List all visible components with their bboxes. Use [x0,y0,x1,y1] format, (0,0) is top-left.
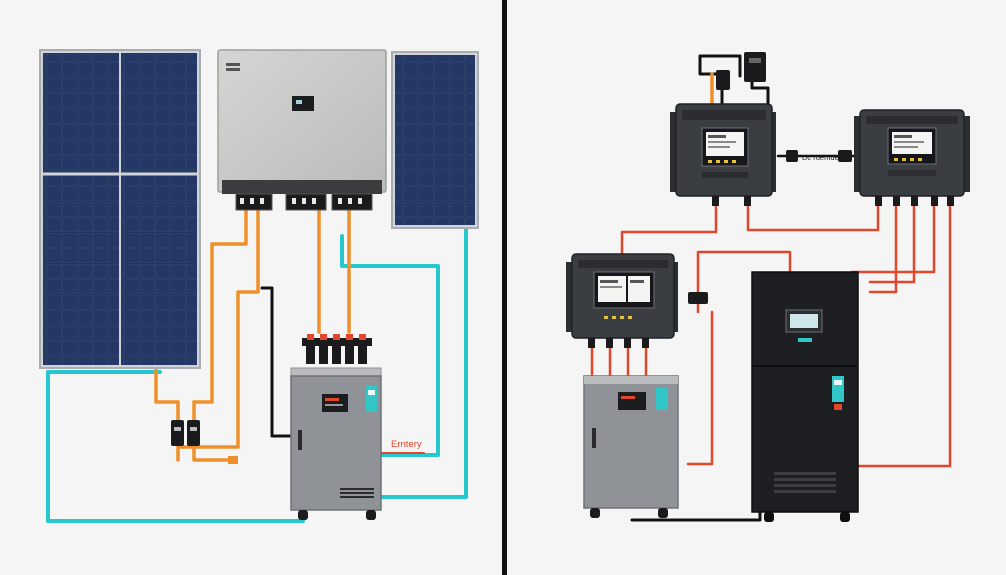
top-connector-2 [744,52,766,82]
inverter-display [292,96,314,111]
inline-connector: Dc ruemde [786,150,852,162]
battery-door-handle [592,428,596,448]
connector-label: Dc ruemde [802,153,839,162]
black-wire-battery-to-cabinet [630,508,762,522]
battery-label: Erntery [391,439,422,450]
top-connector-1 [716,70,730,90]
cabinet-status-panel [832,376,844,402]
cyan-wire-inverter-loop [340,234,440,457]
red-wire-tl-to-left [620,194,718,256]
output-connector [228,456,238,464]
fuse-holders [171,420,238,464]
solar-panel-small [391,51,479,229]
solar-panel-large [39,49,201,369]
top-connector-boxes [716,52,766,90]
orange-wire-inverter-fuse [192,206,248,404]
inverter [217,49,387,211]
black-wire-ground [260,286,304,438]
red-wire-tr-to-cabinet-b [868,194,916,284]
battery-display [618,392,646,410]
orange-wire-inverter-battery-a [176,206,260,462]
battery-vent [340,488,374,498]
cabinet-indicator [834,404,842,410]
battery-terminals [302,334,372,364]
battery-cabinet-right [583,375,679,518]
left-diagram: Erntery [39,49,479,523]
storage-cabinet [751,271,859,522]
charge-controller-top-right [854,109,970,206]
orange-wire-panel-fuse-a [154,364,180,422]
fuse-holder-1 [171,420,184,446]
red-wire-left-to-cabinet [696,250,792,314]
red-wire-tr-to-cabinet-a [868,194,898,294]
fuse-holder-2 [187,420,200,446]
red-wire-tr-to-cabinet-c [850,194,936,274]
red-wire-tl-to-tr [746,194,880,232]
side-connector [688,292,708,304]
cabinet-vent [774,472,836,493]
right-diagram: Dc ruemde [566,52,970,522]
center-divider [502,0,507,575]
battery-door-handle [298,430,302,450]
left-wiring [46,206,468,523]
red-wire-left-down [686,310,714,466]
red-wire-tr-down [856,194,952,468]
battery-status-panel [366,386,377,412]
orange-wire-fuse-output [192,444,238,462]
battery-cabinet-left: Erntery [290,334,422,520]
cyan-wire-small-panel [376,226,468,499]
battery-status-panel [656,388,668,410]
charge-controller-left [566,253,708,376]
cyan-wire-panel-return [46,370,305,523]
charge-controller-top-left [670,103,776,206]
battery-display [322,394,348,412]
